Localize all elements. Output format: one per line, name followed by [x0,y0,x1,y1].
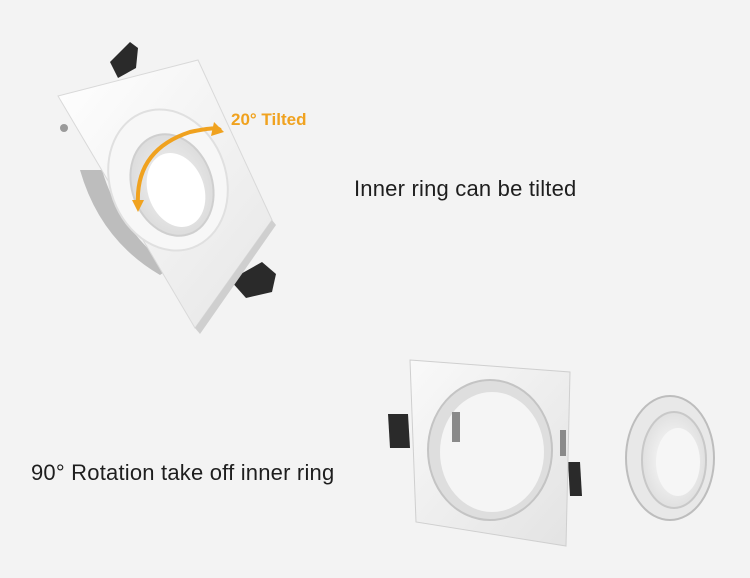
tilt-angle-label: 20° Tilted [231,110,307,129]
inner-ring-caption: Inner ring can be tilted [354,176,577,201]
frame-without-ring-photo [388,359,715,547]
rotation-caption: 90° Rotation take off inner ring [31,460,335,485]
tilted-downlight-photo [57,42,276,334]
